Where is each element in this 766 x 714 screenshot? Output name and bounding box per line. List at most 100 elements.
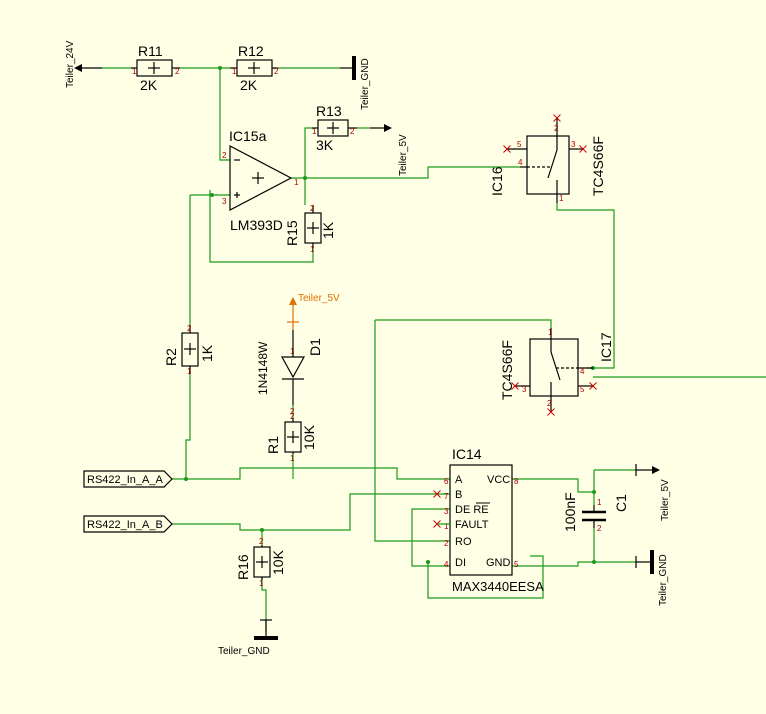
supply-teiler-5v-c1: Teiler_5V [635,464,671,521]
c1-ref: C1 [613,494,629,512]
opamp-ic15a [229,145,293,211]
wire-rs422-a [172,467,450,480]
gnd-teiler-r12: Teiler_GND [340,56,371,110]
wire-divider-to-opamp-neg [219,68,230,161]
junction-dot [260,528,264,532]
resistor-r11 [131,59,180,77]
r11-value: 2K [140,77,158,93]
junction-dot [218,66,222,70]
wire-ro-loop-down [374,320,450,542]
net-label-teiler-gnd: Teiler_GND [218,646,270,657]
resistor-r16 [253,545,271,580]
d1-pin1: 1 [290,347,295,356]
r13-pin1: 1 [312,127,317,136]
resistor-r13 [312,119,357,137]
r11-pin2: 2 [175,67,180,76]
ic17-ref: IC17 [598,332,614,362]
ic16-pin3: 3 [571,140,576,149]
junctions [184,66,596,564]
wire-ic16-to-ic17 [556,203,615,369]
r1-value: 10K [301,424,317,450]
r2-ref: R2 [163,348,179,366]
resistor-r12 [230,59,278,77]
junction-dot [303,176,307,180]
ic14-pin6: 6 [444,477,449,486]
r2-pin1: 1 [187,367,192,376]
r12-pin2: 2 [274,67,279,76]
wire-vcc [512,478,594,493]
port-rs422-a: RS422_In_A_A [83,470,173,488]
ic16-value: TC4S66F [590,136,606,196]
ic14-pin-gnd-name: GND [486,557,511,569]
ic17-value: TC4S66F [499,340,515,400]
r2-value: 1K [199,344,215,362]
wire-gnd-c1 [512,561,594,567]
r13-ref: R13 [316,103,342,119]
supply-teiler-5v-d1: Teiler_5V [287,293,340,330]
ic17-pin1: 1 [548,328,553,337]
junction-dot [210,193,214,197]
r12-value: 2K [240,77,258,93]
net-label-teiler-5v: Teiler_5V [660,479,671,521]
ic15a-pin3: 3 [222,197,227,206]
wire-opamp-out-ic16 [305,166,520,179]
diode-d1 [280,330,306,405]
r15-ref: R15 [284,220,300,246]
ic14-pin5: 5 [514,560,519,569]
wire-rs422-b [172,493,450,531]
c1-pin1: 1 [597,498,602,507]
port-rs422-a-label: RS422_In_A_A [87,474,163,486]
ic14-pin8: 8 [514,477,519,486]
c1-pin2: 2 [597,524,602,533]
junction-dot [184,477,188,481]
ic14-pin1: 1 [444,522,449,531]
ic15a-ref: IC15a [229,128,267,144]
r12-pin1: 1 [232,67,237,76]
ic14-pin7: 7 [444,492,449,501]
junction-dot [426,560,430,564]
ic14-pin-vcc-name: VCC [487,474,510,486]
ic16-pin2: 2 [554,124,559,133]
d1-ref: D1 [307,338,323,356]
r1-pin1: 1 [290,454,295,463]
transceiver-ic14 [449,464,513,576]
ic15a-value: LM393D [230,217,283,233]
supply-teiler-5v-r13: Teiler_5V [370,124,409,176]
ic17-pin2: 2 [547,399,552,408]
r15-value: 1K [320,221,336,239]
ic14-pin2: 2 [444,539,449,548]
capacitor-c1 [582,505,606,528]
r16-ref: R16 [235,554,251,580]
ic14-value: MAX3440EESA [452,579,544,594]
r16-pin1: 1 [259,579,264,588]
net-label-teiler-5v: Teiler_5V [298,293,340,304]
wire-gnd-loop [427,555,544,599]
r1-ref: R1 [265,436,281,454]
wire-r16-gnd [261,578,267,632]
r13-value: 3K [316,137,334,153]
net-label-teiler-5v: Teiler_5V [398,134,409,176]
resistor-r2 [181,325,199,374]
gnd-teiler-c1: Teiler_GND [635,550,669,606]
ic14-pin-di-name: DI [455,557,466,569]
r16-value: 10K [270,549,286,575]
wire-de-re-di [411,508,450,567]
ic17-pin5: 5 [580,385,585,394]
c1-value: 100nF [562,492,578,532]
supply-teiler-24v: Teiler_24V [65,40,102,88]
r13-pin2: 2 [350,127,355,136]
ic15a-pin1: 1 [294,178,299,187]
junction-dot [592,490,596,494]
ic14-pin-ro-name: RO [455,536,472,548]
d1-pin2: 2 [290,407,295,416]
ic15a-pin2: 2 [222,151,227,160]
resistor-r1 [284,418,302,454]
resistor-r15 [304,205,322,248]
r15-pin2: 2 [310,204,315,213]
net-label-teiler-24v: Teiler_24V [65,40,76,88]
wire-opamp-out-r13 [291,127,312,179]
gnd-teiler-r16: Teiler_GND [218,619,278,657]
ic16-pin1: 1 [559,194,564,203]
